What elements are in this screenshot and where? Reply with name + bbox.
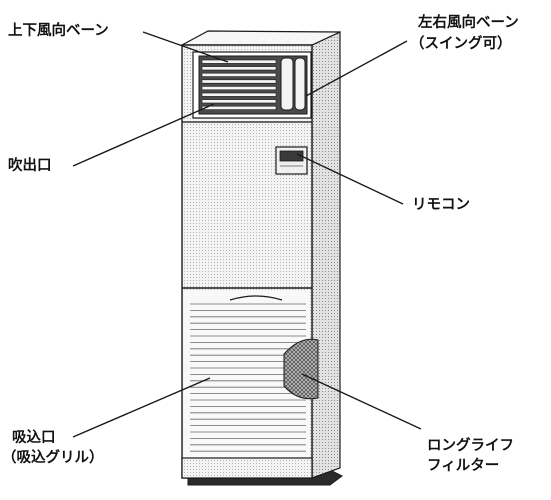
label-remote: リモコン	[412, 197, 470, 213]
leader-air-outlet	[72, 103, 215, 167]
leader-remote	[296, 153, 404, 205]
louver-slat	[201, 105, 277, 110]
leader-horizontal-vane	[305, 40, 408, 97]
leader-filter	[301, 373, 422, 430]
leader-vertical-vane	[142, 31, 229, 63]
label-horizontal-vane: 左右風向ベーン	[418, 15, 519, 31]
leader-air-inlet	[72, 377, 211, 438]
side-panel	[311, 31, 341, 479]
label-air-inlet: 吸込口	[12, 430, 56, 446]
louver-slat	[201, 99, 277, 104]
leader-lines	[72, 31, 422, 438]
label-vertical-vane: 上下風向ベーン	[8, 23, 109, 39]
horizontal-louvers	[201, 59, 277, 110]
louver-slat	[201, 92, 277, 97]
filter-mesh	[283, 338, 319, 400]
label-air-outlet: 吹出口	[8, 158, 52, 174]
label-air-inlet-grille: （吸込グリル）	[2, 450, 104, 466]
louver-slat	[201, 72, 277, 77]
plinth	[181, 457, 313, 479]
louver-slat	[201, 86, 277, 91]
swing-vane	[294, 57, 306, 111]
grille-handle	[229, 295, 283, 301]
vertical-vanes	[280, 57, 306, 111]
louver-slat	[201, 66, 277, 71]
top-face	[181, 30, 341, 46]
remote-display	[279, 150, 304, 162]
label-horizontal-vane-swing: （スイング可）	[410, 36, 512, 52]
label-filter-2: フィルター	[427, 458, 500, 474]
louver-slat	[201, 59, 277, 64]
intake-grille-slats	[190, 303, 306, 452]
louver-slat	[201, 79, 277, 84]
label-filter: ロングライフ	[427, 438, 514, 454]
swing-vane	[280, 57, 294, 111]
